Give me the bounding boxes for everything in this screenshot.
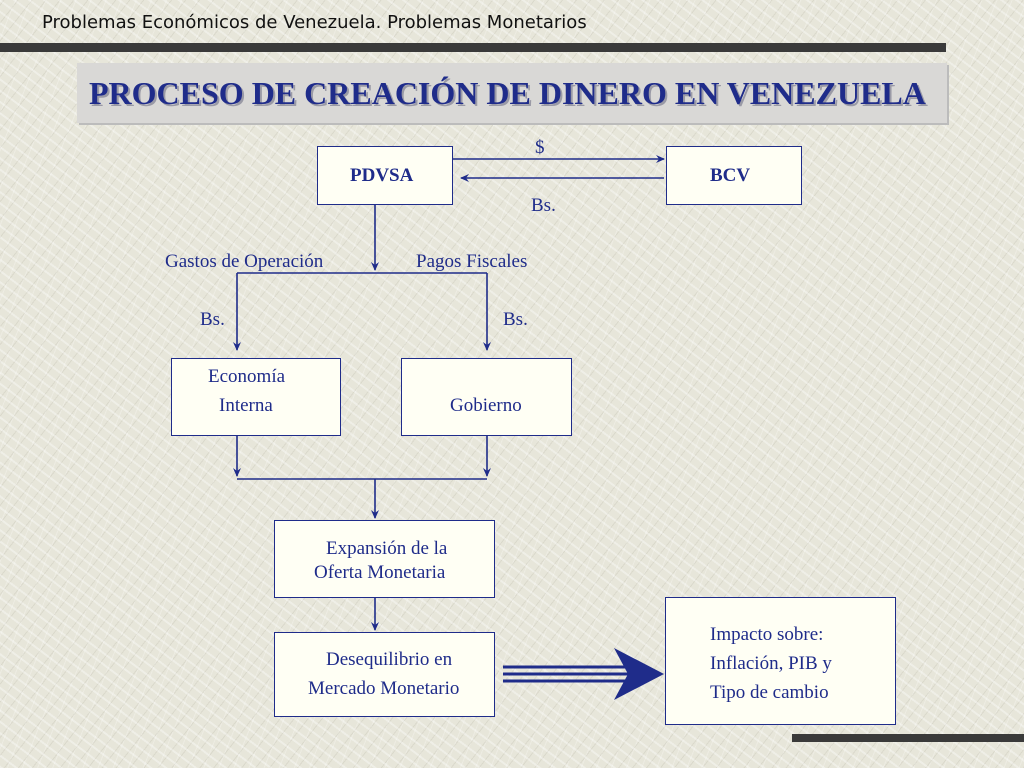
title-banner: PROCESO DE CREACIÓN DE DINERO EN VENEZUE… [77,63,947,123]
label-dollar: $ [535,137,545,158]
node-expansion-oferta: Expansión de la Oferta Monetaria [274,520,495,598]
label-bs-right: Bs. [503,309,528,330]
label-bs-top: Bs. [531,195,556,216]
node-expansion-line1: Expansión de la [326,538,448,559]
big-arrow-to-impacto [503,648,664,700]
label-pagos-fiscales: Pagos Fiscales [416,251,528,272]
slide-title: PROCESO DE CREACIÓN DE DINERO EN VENEZUE… [89,75,926,111]
node-desequilibrio-line2: Mercado Monetario [308,678,460,699]
node-economia-interna: Economía Interna [171,358,341,436]
node-impacto: Impacto sobre: Inflación, PIB y Tipo de … [665,597,896,725]
node-desequilibrio: Desequilibrio en Mercado Monetario [274,632,495,717]
label-gastos-operacion: Gastos de Operación [165,251,324,272]
node-bcv: BCV [666,146,802,205]
node-pdvsa: PDVSA [317,146,453,205]
node-economia-line2: Interna [219,395,273,416]
footer-divider [792,734,1024,742]
node-impacto-line3: Tipo de cambio [710,682,829,703]
node-gobierno: Gobierno [401,358,572,436]
node-impacto-line1: Impacto sobre: [710,624,824,645]
header-divider [0,43,946,52]
node-impacto-line2: Inflación, PIB y [710,653,832,674]
node-pdvsa-label: PDVSA [350,165,414,186]
slide-header: Problemas Económicos de Venezuela. Probl… [42,12,587,33]
node-bcv-label: BCV [710,165,751,186]
node-desequilibrio-line1: Desequilibrio en [326,649,453,670]
label-bs-left: Bs. [200,309,225,330]
node-economia-line1: Economía [208,366,286,387]
node-expansion-line2: Oferta Monetaria [314,562,446,583]
node-gobierno-label: Gobierno [450,395,522,416]
